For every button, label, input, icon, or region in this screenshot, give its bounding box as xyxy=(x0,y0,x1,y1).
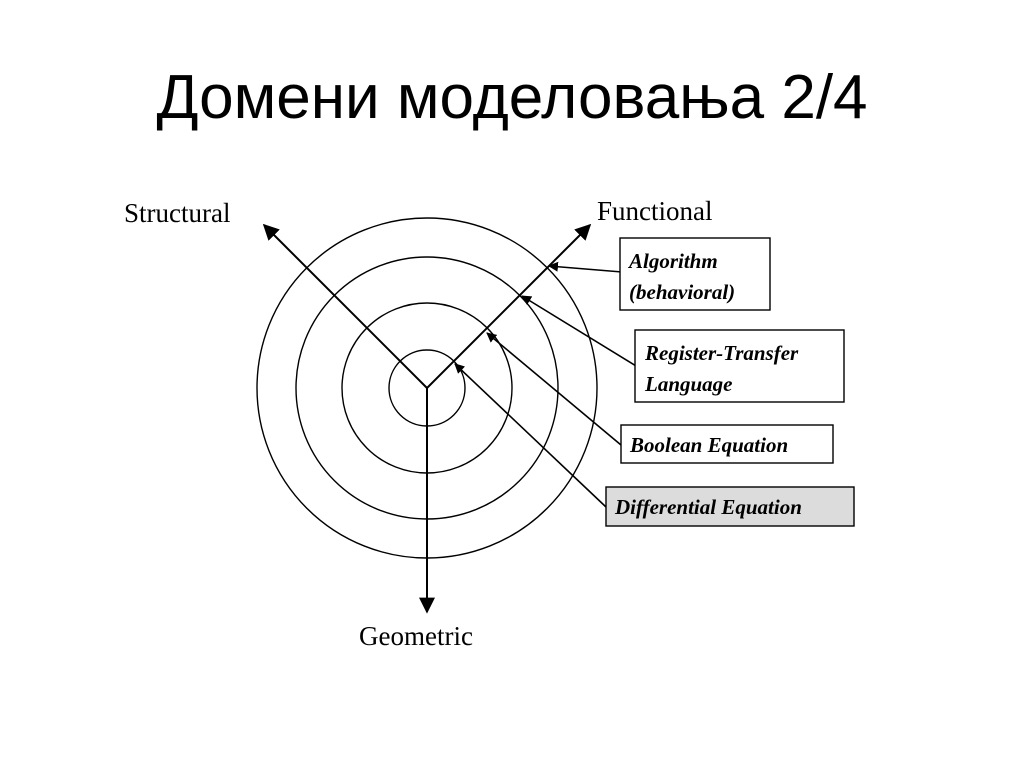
functional-axis-label: Functional xyxy=(597,196,713,226)
axes xyxy=(262,223,592,614)
level-pointers xyxy=(454,261,637,508)
pointer-algorithm xyxy=(548,261,623,273)
level-box-boolean-equation-frame xyxy=(620,424,834,464)
level-box-register-transfer-frame xyxy=(634,329,845,403)
level-box-differential-equation: Differential Equation xyxy=(605,486,855,527)
pointer-register-transfer xyxy=(521,295,637,367)
level-box-algorithm: Algorithm (behavioral) xyxy=(619,237,771,311)
level-box-boolean-equation-label: Boolean Equation xyxy=(629,433,788,457)
level-box-algorithm-line2: (behavioral) xyxy=(629,280,735,304)
structural-axis-label: Structural xyxy=(124,198,230,228)
level-box-boolean-equation: Boolean Equation xyxy=(620,424,834,464)
functional-axis xyxy=(426,223,592,389)
slide-title: Домени моделовања 2/4 xyxy=(156,63,868,132)
pointer-boolean-equation xyxy=(486,332,622,446)
level-box-differential-equation-frame xyxy=(605,486,855,527)
level-box-register-transfer: Register-Transfer Language xyxy=(634,329,845,403)
level-box-register-transfer-line1: Register-Transfer xyxy=(644,341,799,365)
level-box-algorithm-line1: Algorithm xyxy=(627,249,718,273)
level-box-register-transfer-line2: Language xyxy=(644,372,733,396)
level-box-differential-equation-label: Differential Equation xyxy=(614,495,802,519)
pointer-differential-equation xyxy=(454,363,607,508)
structural-axis xyxy=(262,223,428,389)
level-box-algorithm-frame xyxy=(619,237,771,311)
geometric-axis-label: Geometric xyxy=(359,621,473,651)
